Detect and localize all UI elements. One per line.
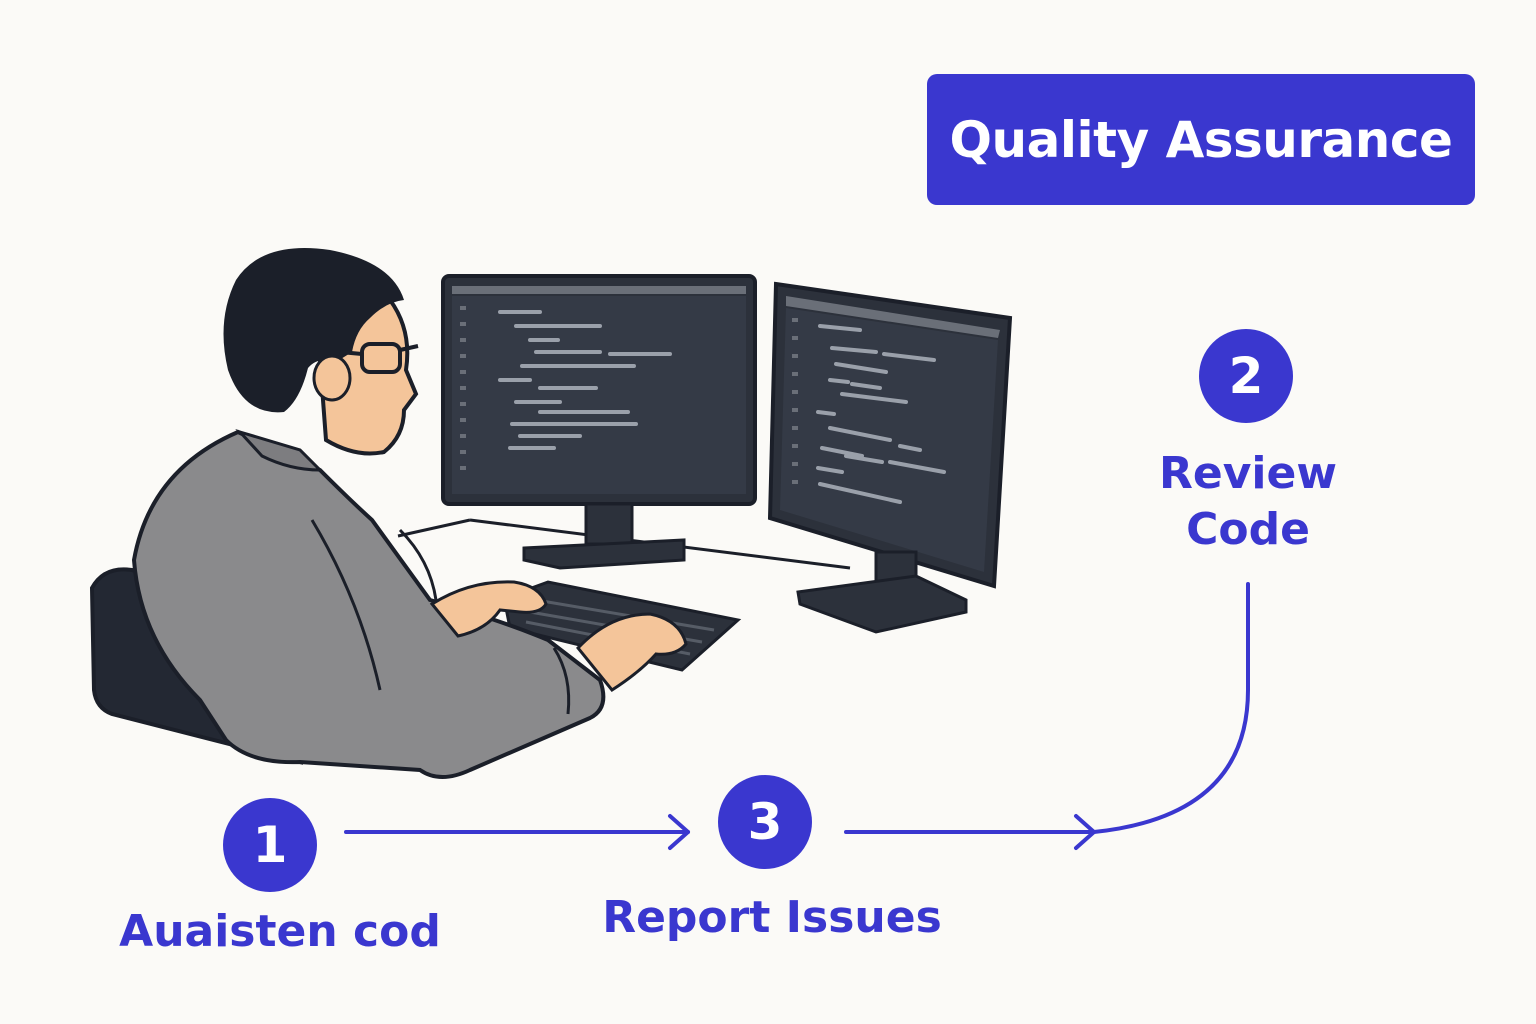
step-3-number: 3 bbox=[747, 793, 783, 851]
step-2-label-line-1: Review bbox=[1159, 448, 1337, 499]
step-3-label: Report Issues bbox=[602, 892, 942, 943]
developer-body bbox=[131, 428, 606, 779]
developer-head bbox=[223, 248, 419, 456]
curved-arrow-icon bbox=[1092, 582, 1250, 834]
step-1-number: 1 bbox=[252, 816, 288, 874]
step-3-badge: 3 bbox=[718, 775, 812, 869]
arrow-right-icon bbox=[344, 814, 690, 850]
step-2-number: 2 bbox=[1228, 347, 1264, 405]
step-1-label: Auaisten cod bbox=[119, 906, 441, 957]
step-1-badge: 1 bbox=[223, 798, 317, 892]
step-2-label: Review Code bbox=[1116, 446, 1380, 558]
step-2-badge: 2 bbox=[1199, 329, 1293, 423]
arrow-right-icon bbox=[844, 814, 1096, 850]
step-2-label-line-2: Code bbox=[1186, 504, 1310, 555]
monitor-right-icon bbox=[767, 281, 1013, 634]
monitor-left-icon bbox=[441, 274, 757, 570]
title-banner: Quality Assurance bbox=[927, 74, 1475, 205]
developer-hands bbox=[429, 580, 688, 692]
page-title: Quality Assurance bbox=[949, 110, 1453, 169]
